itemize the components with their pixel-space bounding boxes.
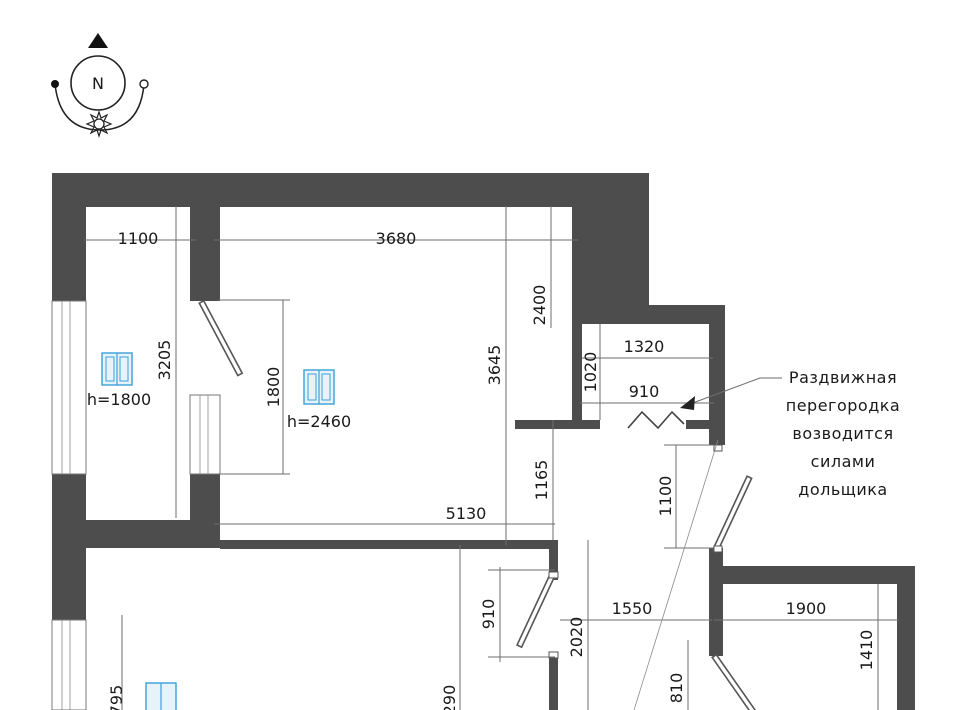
walls xyxy=(52,173,915,710)
note-line-4: силами xyxy=(811,452,876,471)
wall-br-top xyxy=(709,566,915,584)
dim-1320: 1320 xyxy=(624,337,665,356)
dim-1550: 1550 xyxy=(612,599,653,618)
note-line-1: Раздвижная xyxy=(789,368,897,387)
wall-closet-bottom xyxy=(515,420,600,429)
door-corridor-2 xyxy=(711,475,753,554)
dim-810: 810 xyxy=(667,673,686,704)
wall-pillar-upper xyxy=(190,173,220,301)
dim-290: 290 xyxy=(440,685,459,710)
door-jamb-1 xyxy=(548,571,559,579)
compass-letter: N xyxy=(92,74,104,93)
window-icon-3 xyxy=(145,682,177,710)
wall-br-left xyxy=(709,548,723,656)
window-height-label-1: h=1800 xyxy=(87,390,151,409)
wall-closet-left xyxy=(572,305,582,420)
note-line-2: перегородка xyxy=(786,396,900,415)
wall-corridor-left xyxy=(549,540,558,580)
dim-1020: 1020 xyxy=(581,352,600,393)
dim-1410: 1410 xyxy=(857,630,876,671)
door-br xyxy=(711,653,758,710)
compass-arc xyxy=(54,83,145,131)
dimension-labels: 1100 3680 3205 1800 3645 2400 1320 1020 … xyxy=(107,229,876,710)
sun-icon xyxy=(85,110,113,138)
dim-1100-top: 1100 xyxy=(118,229,159,248)
window-icons: h=1800 h=2460 xyxy=(87,352,351,710)
wall-closet-stub xyxy=(686,420,725,429)
dim-1100-right: 1100 xyxy=(656,476,675,517)
window-height-label-2: h=2460 xyxy=(287,412,351,431)
compass: N xyxy=(51,33,149,138)
dim-1800-door: 1800 xyxy=(264,367,283,408)
partition-note: Раздвижная перегородка возводится силами… xyxy=(786,368,900,499)
window-icon-1 xyxy=(101,352,133,386)
door-jamb-2 xyxy=(548,651,559,659)
leader-arrow-icon xyxy=(680,396,695,410)
door-corridor-1 xyxy=(516,573,556,649)
window-left-lower xyxy=(51,619,87,710)
dim-2400: 2400 xyxy=(530,285,549,326)
wall-corridor-left-lower xyxy=(549,656,558,710)
door-jamb-3 xyxy=(713,444,723,452)
wall-room-bottom xyxy=(220,540,557,549)
dim-3205: 3205 xyxy=(155,340,174,381)
wall-br-right xyxy=(897,566,915,710)
wall-mid-horizontal xyxy=(52,520,220,548)
compass-ring xyxy=(70,55,126,111)
dim-795: 795 xyxy=(107,685,126,710)
windows xyxy=(51,300,221,710)
wall-right-step xyxy=(572,305,725,324)
dim-3645: 3645 xyxy=(485,345,504,386)
compass-dot-west xyxy=(51,80,59,88)
wall-closet-right xyxy=(709,305,725,445)
note-line-5: дольщика xyxy=(798,480,887,499)
dimension-lines xyxy=(84,206,899,710)
dim-3680: 3680 xyxy=(376,229,417,248)
window-balcony-door xyxy=(189,394,221,475)
wall-top xyxy=(52,173,649,207)
dim-1165: 1165 xyxy=(532,460,551,501)
wall-left-upper xyxy=(52,173,86,301)
dim-2020: 2020 xyxy=(567,617,586,658)
door-jamb-4 xyxy=(713,545,723,553)
doors xyxy=(198,299,758,710)
window-icon-2 xyxy=(303,369,335,405)
dim-910-left: 910 xyxy=(479,599,498,630)
north-arrow-icon xyxy=(88,33,108,48)
dim-5130: 5130 xyxy=(446,504,487,523)
wall-right-block xyxy=(572,173,649,323)
note-line-3: возводится xyxy=(792,424,893,443)
door-balcony xyxy=(198,299,244,377)
compass-dot-east xyxy=(139,79,149,89)
sliding-partition xyxy=(627,410,685,430)
dim-1900: 1900 xyxy=(786,599,827,618)
window-left-upper xyxy=(51,300,87,475)
dim-910-top: 910 xyxy=(629,382,660,401)
